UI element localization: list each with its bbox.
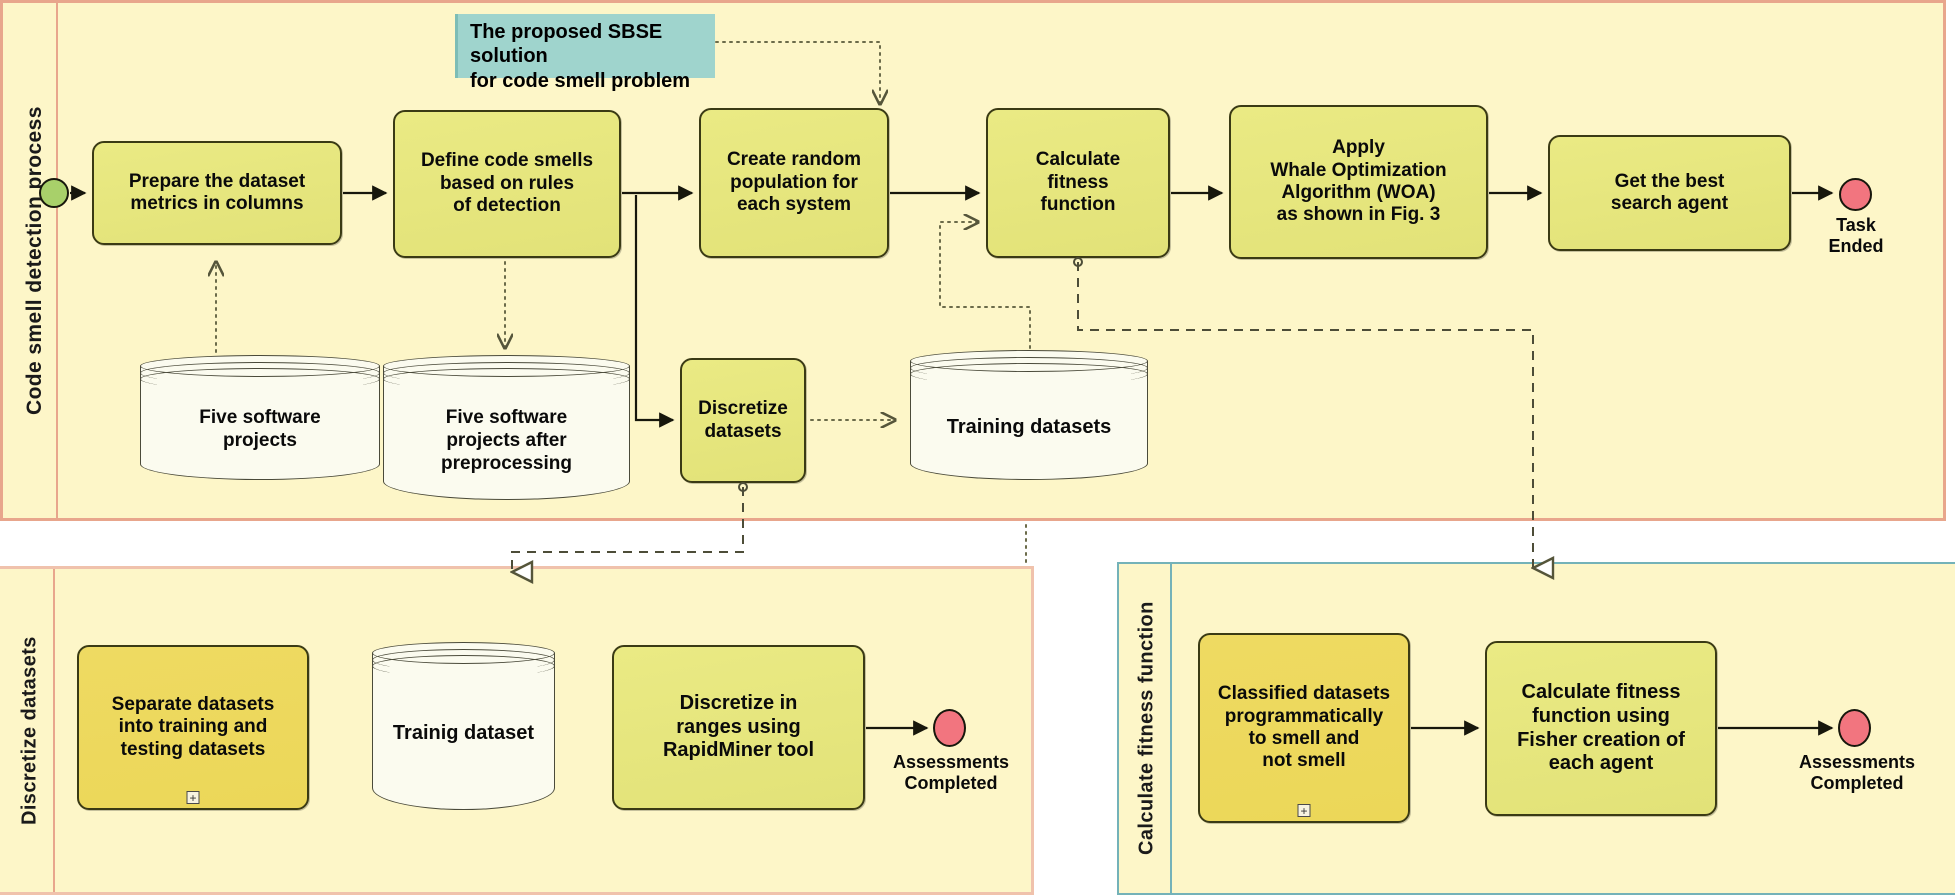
task-apply-whale-optimization[interactable]: Apply Whale Optimization Algorithm (WOA)… — [1229, 105, 1488, 259]
datastore-label: Five software projects — [199, 406, 321, 451]
end-event-label-task-ended: Task Ended — [1828, 215, 1884, 256]
cylinder-lid-line — [383, 362, 630, 384]
datastore-label: Five software projects after preprocessi… — [441, 407, 572, 474]
datastore-label: Training datasets — [946, 416, 1112, 438]
task-label: Define code smells based on rules of det… — [420, 150, 594, 217]
task-label: Apply Whale Optimization Algorithm (WOA)… — [1270, 137, 1447, 226]
task-discretize-in-ranges[interactable]: Discretize in ranges using RapidMiner to… — [612, 645, 865, 810]
task-label: Prepare the dataset metrics in columns — [128, 170, 306, 214]
lane-divider-br — [1170, 564, 1172, 893]
cylinder-lid-line — [140, 368, 380, 390]
task-create-random-population[interactable]: Create random population for each system — [699, 108, 889, 258]
datastore-label: Trainig dataset — [392, 722, 535, 744]
pool-label-code-smell-detection-process: Code smell detection process — [23, 106, 46, 415]
task-calculate-fitness-function[interactable]: Calculate fitness function — [986, 108, 1170, 258]
task-label: Separate datasets into training and test… — [111, 693, 275, 760]
datastore-trainig-dataset: Trainig dataset — [372, 642, 555, 810]
start-event[interactable] — [39, 178, 69, 208]
cylinder-lid-line — [372, 649, 555, 671]
task-classified-datasets[interactable]: Classified datasets programmatically to … — [1198, 633, 1410, 823]
task-define-code-smells[interactable]: Define code smells based on rules of det… — [393, 110, 621, 258]
task-label: Discretize in ranges using RapidMiner to… — [662, 692, 815, 762]
task-separate-datasets[interactable]: Separate datasets into training and test… — [77, 645, 309, 810]
cylinder-lid-line — [140, 362, 380, 384]
task-label: Get the best search agent — [1610, 170, 1729, 214]
subprocess-plus-icon: + — [1297, 804, 1311, 817]
datastore-five-software-projects-preprocessed: Five software projects after preprocessi… — [383, 355, 630, 500]
task-discretize-datasets[interactable]: Discretize datasets — [680, 358, 806, 483]
task-calculate-fitness-fisher[interactable]: Calculate fitness function using Fisher … — [1485, 641, 1717, 816]
datastore-training-datasets: Training datasets — [910, 350, 1148, 480]
pool-label-discretize-datasets: Discretize datasets — [18, 636, 41, 825]
cylinder-lid-line — [383, 368, 630, 390]
task-label: Calculate fitness function — [1035, 149, 1121, 216]
end-event-task-ended[interactable] — [1839, 178, 1872, 211]
lane-divider-top — [56, 3, 58, 518]
pool-label-calculate-fitness-function: Calculate fitness function — [1135, 601, 1158, 856]
task-label: Create random population for each system — [726, 149, 862, 216]
end-event-assessments-completed-right[interactable] — [1838, 709, 1871, 747]
annotation-proposed-solution: The proposed SBSE solution for code smel… — [455, 14, 715, 92]
task-label: Classified datasets programmatically to … — [1217, 683, 1391, 772]
task-prepare-dataset-metrics[interactable]: Prepare the dataset metrics in columns — [92, 141, 342, 245]
end-event-assessments-completed-left[interactable] — [933, 709, 966, 747]
end-event-label-assessments-right: Assessments Completed — [1798, 752, 1916, 793]
task-label: Calculate fitness function using Fisher … — [1517, 681, 1685, 775]
lane-divider-bl — [53, 569, 55, 892]
subprocess-plus-icon: + — [186, 791, 200, 804]
task-label: Discretize datasets — [698, 398, 788, 442]
datastore-five-software-projects: Five software projects — [140, 355, 380, 480]
cylinder-lid-line — [372, 655, 555, 677]
task-get-best-search-agent[interactable]: Get the best search agent — [1548, 135, 1791, 251]
end-event-label-assessments-left: Assessments Completed — [892, 752, 1010, 793]
annotation-line-2: for code smell problem — [470, 69, 691, 92]
annotation-line-1: The proposed SBSE solution — [470, 21, 663, 68]
cylinder-body — [372, 653, 555, 810]
